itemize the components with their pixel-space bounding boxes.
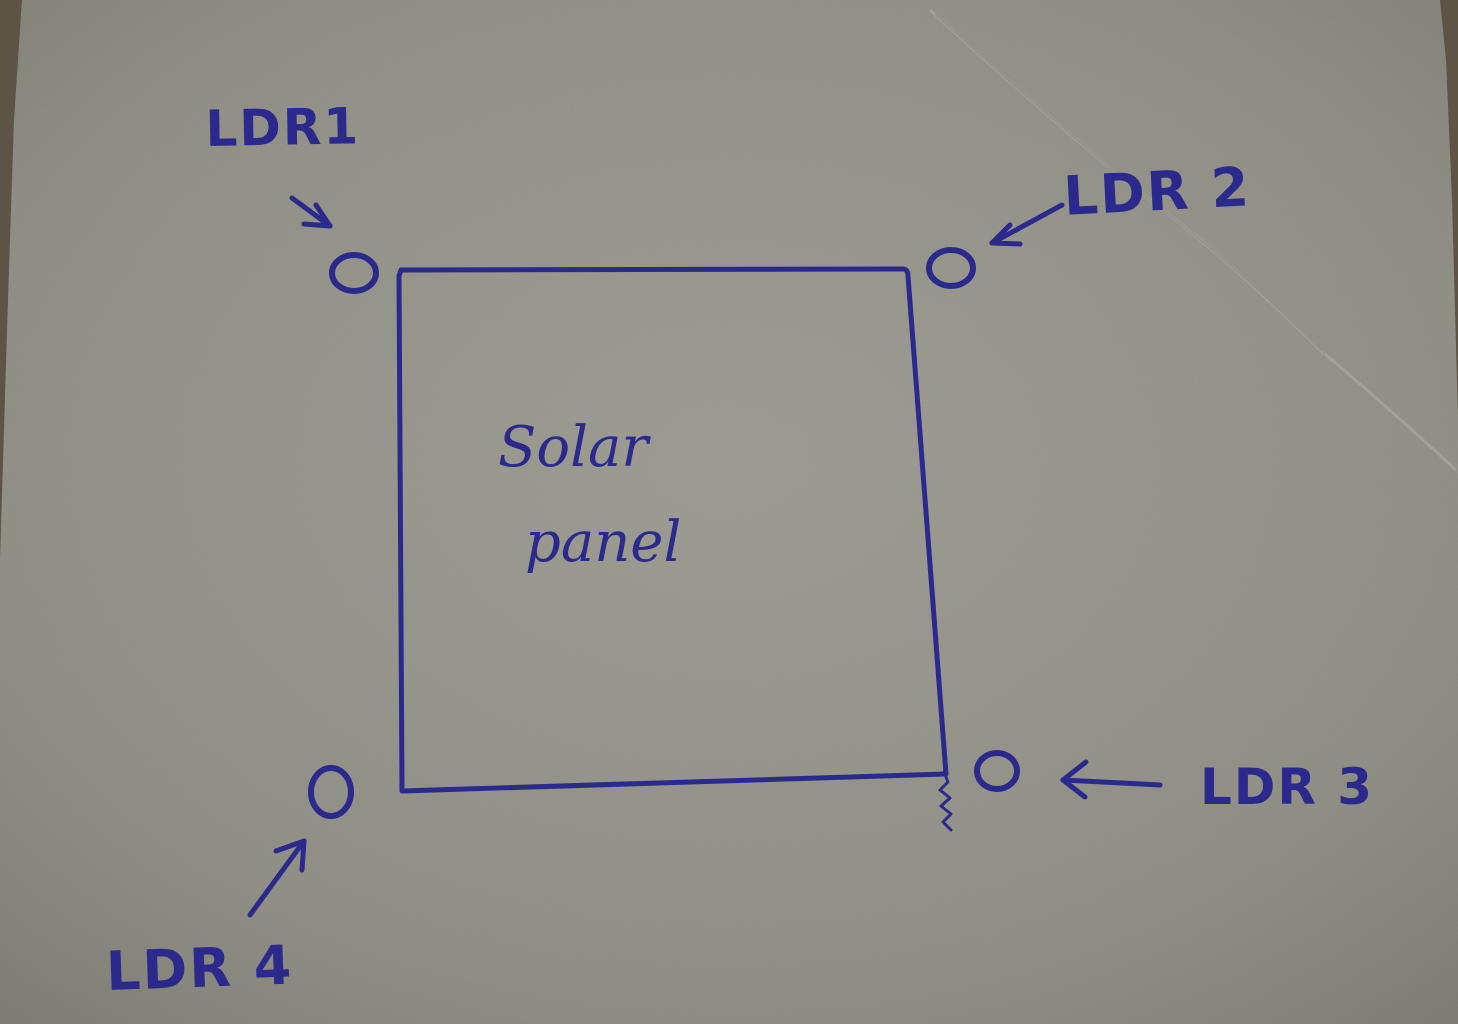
ldr3-sensor-circle	[974, 750, 1020, 792]
ldr4-sensor-circle	[308, 765, 354, 819]
ldr4-arrow	[247, 838, 307, 918]
ldr4-label: LDR 4	[105, 933, 295, 1003]
solar-panel-label-line2: panel	[525, 510, 682, 575]
corner-scribble	[938, 770, 953, 832]
ldr2-label: LDR 2	[1062, 155, 1253, 228]
ldr2-sensor-circle	[926, 247, 976, 289]
ldr2-arrow	[989, 202, 1065, 247]
solar-panel-label-line1: Solar	[498, 415, 649, 480]
ldr1-arrow	[289, 195, 333, 229]
ldr3-label: LDR 3	[1200, 758, 1375, 816]
paper-crease	[928, 8, 1458, 472]
solar-panel-outline	[396, 266, 949, 794]
ldr1-sensor-circle	[329, 252, 379, 294]
ldr3-arrow	[1060, 759, 1163, 800]
ldr1-label: LDR1	[205, 97, 361, 158]
